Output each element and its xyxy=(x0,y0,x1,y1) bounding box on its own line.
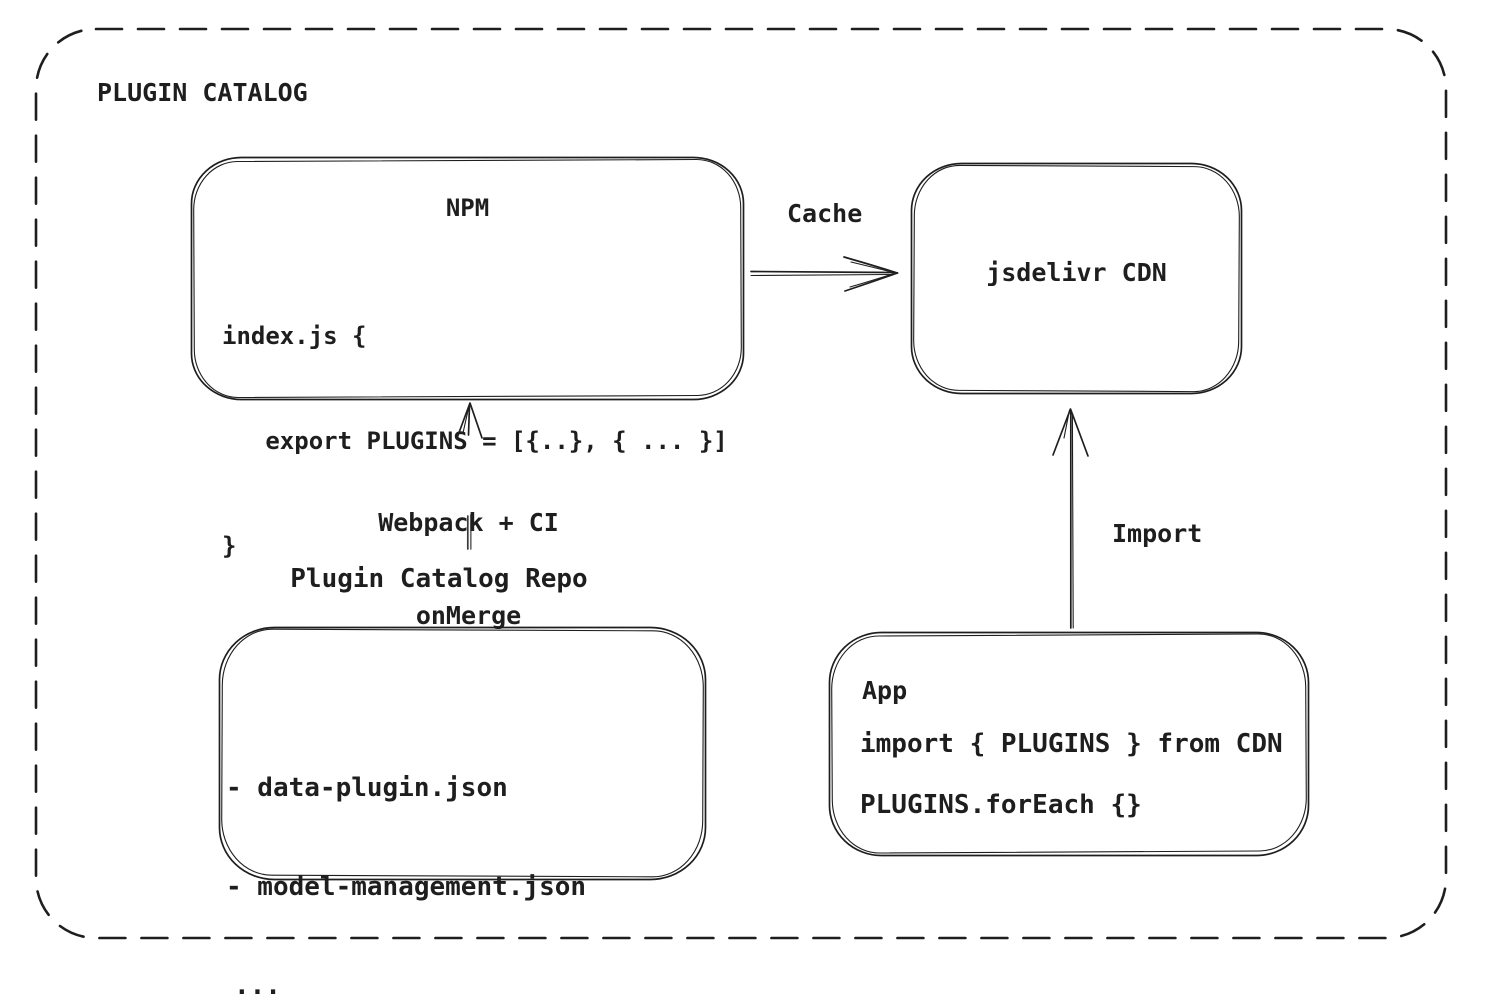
repo-file-item: - model-management.json xyxy=(226,872,587,902)
repo-box-shape xyxy=(218,626,707,881)
app-code-line: import { PLUGINS } from CDN xyxy=(860,729,1283,759)
repo-node-title: Plugin Catalog Repo xyxy=(290,564,588,594)
app-code-line: PLUGINS.forEach {} xyxy=(860,790,1142,820)
import-arrow xyxy=(1052,408,1089,629)
npm-node-code: index.js { export PLUGINS = [{..}, { ...… xyxy=(222,249,728,634)
build-edge-label: Webpack + CI onMerge xyxy=(318,445,619,693)
app-box-shape xyxy=(828,631,1310,857)
diagram-title: PLUGIN CATALOG xyxy=(97,78,308,107)
npm-node-title: NPM xyxy=(445,194,490,222)
build-edge-label-line: onMerge xyxy=(415,601,522,630)
repo-file-item: ... xyxy=(234,971,281,1001)
repo-node-files: - data-plugin.json - model-management.js… xyxy=(226,706,586,1002)
npm-box-shape xyxy=(190,156,745,401)
app-node-title: App xyxy=(862,676,908,705)
repo-file-item: - data-plugin.json xyxy=(226,773,508,803)
build-arrow xyxy=(456,402,483,550)
catalog-boundary-frame xyxy=(34,27,1448,940)
cdn-box-shape xyxy=(910,162,1243,395)
cache-edge-label: Cache xyxy=(787,199,863,228)
npm-code-line: } xyxy=(222,532,237,560)
cdn-node-label: jsdelivr CDN xyxy=(986,258,1167,287)
build-edge-label-line: Webpack + CI xyxy=(378,508,559,537)
cache-arrow xyxy=(750,256,899,292)
import-edge-label: Import xyxy=(1112,519,1203,548)
npm-code-line: index.js { xyxy=(222,322,367,350)
npm-code-line: export PLUGINS = [{..}, { ... }] xyxy=(222,427,728,455)
